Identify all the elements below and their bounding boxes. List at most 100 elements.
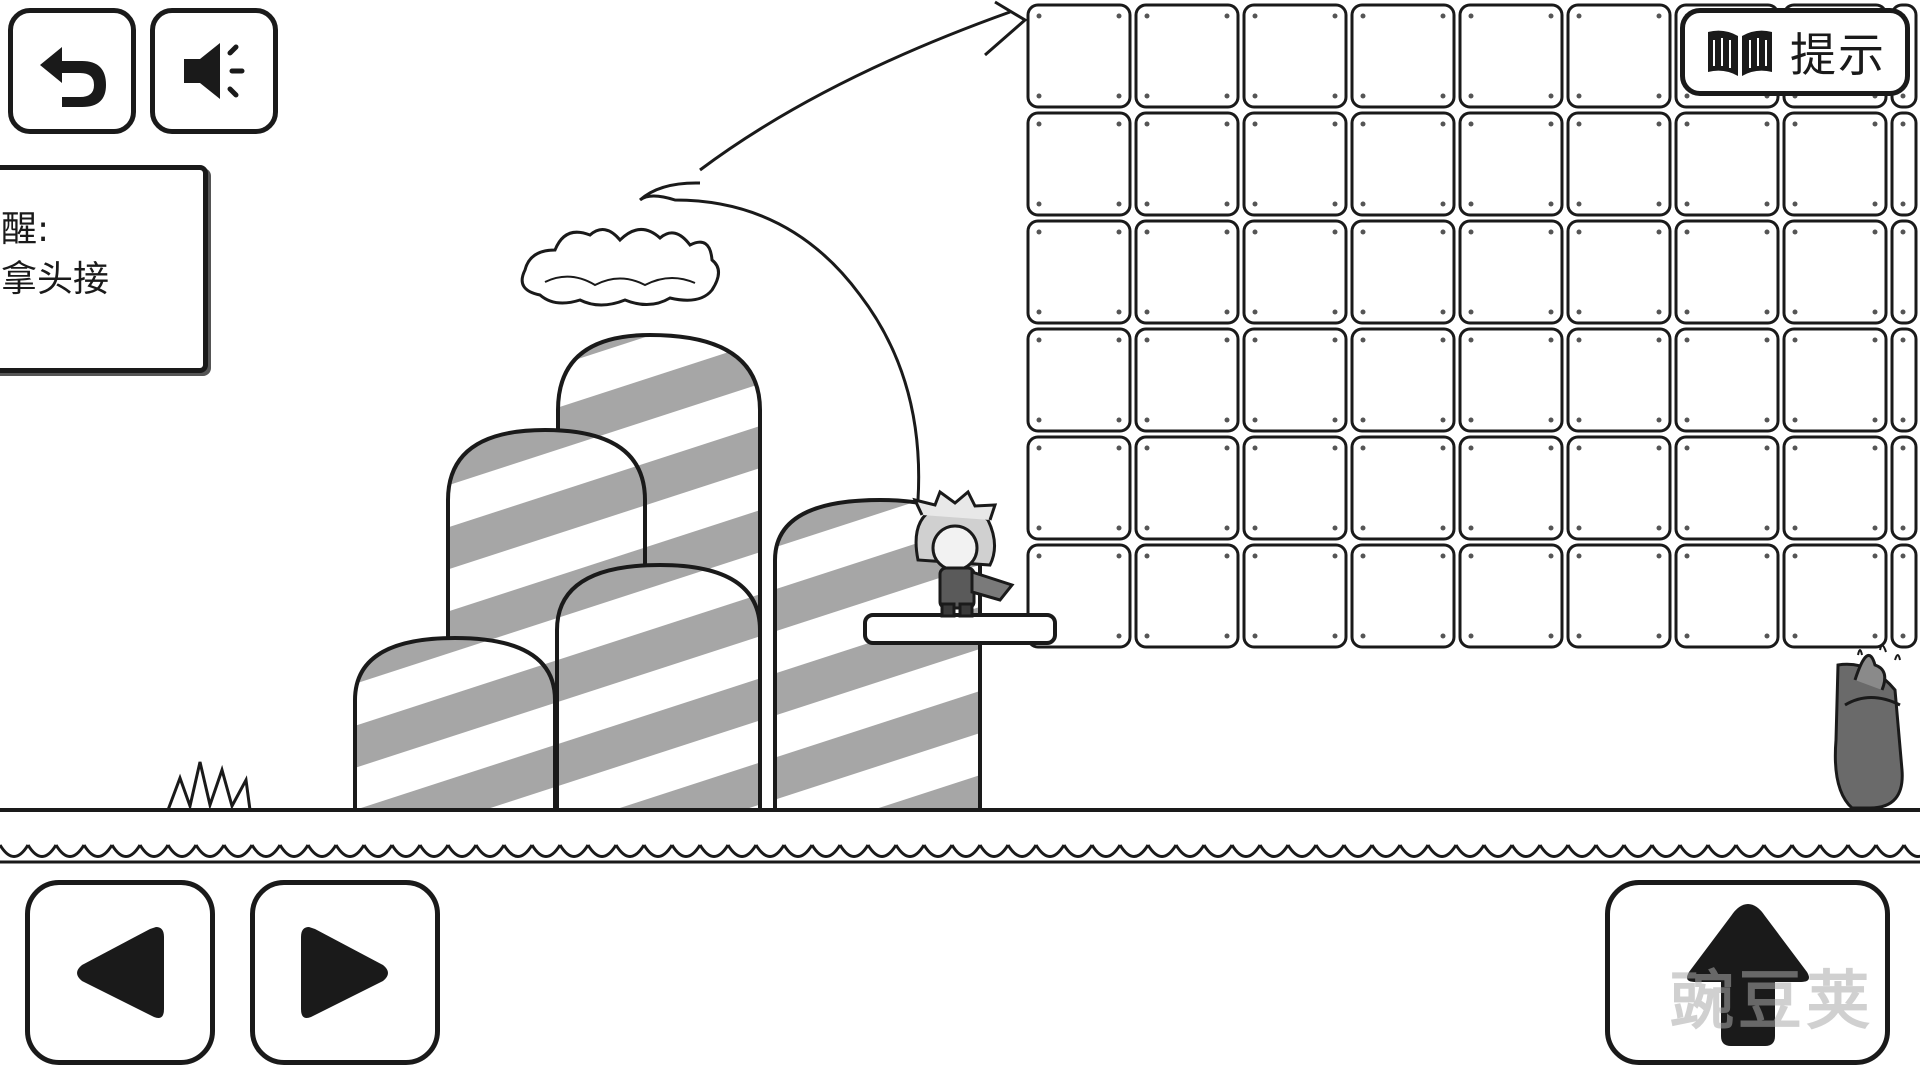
wall-brick bbox=[1566, 435, 1672, 541]
brick-rivet bbox=[1576, 553, 1582, 559]
undo-button[interactable] bbox=[8, 8, 136, 134]
brick-rivet bbox=[1360, 417, 1366, 423]
brick-rivet bbox=[1440, 93, 1446, 99]
brick-rivet bbox=[1440, 121, 1446, 127]
brick-rivet bbox=[1332, 337, 1338, 343]
brick-rivet bbox=[1468, 13, 1474, 19]
brick-rivet bbox=[1224, 93, 1230, 99]
brick-rivet bbox=[1116, 121, 1122, 127]
brick-rivet bbox=[1360, 121, 1366, 127]
ground-scallop bbox=[866, 844, 898, 858]
brick-rivet bbox=[1656, 229, 1662, 235]
brick-rivet bbox=[1144, 633, 1150, 639]
ground-scallop bbox=[614, 844, 646, 858]
brick-rivet bbox=[1468, 309, 1474, 315]
brick-rivet bbox=[1116, 553, 1122, 559]
brick-rivet bbox=[1872, 121, 1878, 127]
brick-rivet bbox=[1252, 525, 1258, 531]
brick-rivet bbox=[1440, 417, 1446, 423]
ground-scallop bbox=[1706, 844, 1738, 858]
brick-rivet bbox=[1440, 525, 1446, 531]
brick-rivet bbox=[1360, 201, 1366, 207]
ground-scallop bbox=[250, 844, 282, 858]
wall-brick bbox=[1134, 543, 1240, 649]
ground-scallop bbox=[1650, 844, 1682, 858]
wall-brick bbox=[1350, 435, 1456, 541]
sound-button[interactable] bbox=[150, 8, 278, 134]
enemy-npc bbox=[1833, 644, 1904, 810]
brick-rivet bbox=[1332, 417, 1338, 423]
ground-scallop bbox=[222, 844, 254, 858]
brick-rivet bbox=[1764, 525, 1770, 531]
brick-rivet bbox=[1792, 337, 1798, 343]
brick-rivet bbox=[1792, 633, 1798, 639]
move-right-button[interactable] bbox=[250, 880, 440, 1065]
brick-rivet bbox=[1252, 633, 1258, 639]
brick-rivet bbox=[1360, 553, 1366, 559]
brick-rivet bbox=[1684, 121, 1690, 127]
brick-rivet bbox=[1252, 93, 1258, 99]
brick-rivet bbox=[1440, 337, 1446, 343]
cloud-detail bbox=[544, 275, 696, 287]
brick-rivet bbox=[1548, 337, 1554, 343]
ground-scallop bbox=[1454, 844, 1486, 858]
triangle-right-icon bbox=[301, 926, 388, 1018]
brick-rivet bbox=[1332, 201, 1338, 207]
wall-brick bbox=[1782, 111, 1888, 217]
brick-rivet bbox=[1684, 633, 1690, 639]
ground-scallop bbox=[978, 844, 1010, 858]
brick-rivet bbox=[1360, 93, 1366, 99]
brick-rivet bbox=[1576, 417, 1582, 423]
brick-rivet bbox=[1872, 633, 1878, 639]
brick-rivet bbox=[1332, 309, 1338, 315]
brick-rivet bbox=[1576, 337, 1582, 343]
ground-scallop bbox=[138, 844, 170, 858]
brick-rivet bbox=[1116, 201, 1122, 207]
brick-rivet bbox=[1764, 633, 1770, 639]
brick-rivet bbox=[1252, 553, 1258, 559]
wall-brick bbox=[1458, 3, 1564, 109]
arrow-up-icon bbox=[1686, 903, 1809, 1046]
brick-rivet bbox=[1468, 633, 1474, 639]
wall-brick bbox=[1350, 3, 1456, 109]
ground-scallop bbox=[390, 844, 422, 858]
jump-button[interactable] bbox=[1605, 880, 1890, 1065]
brick-rivet bbox=[1900, 121, 1906, 127]
brick-rivet bbox=[1036, 417, 1042, 423]
brick-rivet bbox=[1360, 13, 1366, 19]
ground-scallop bbox=[1398, 844, 1430, 858]
brick-rivet bbox=[1576, 525, 1582, 531]
brick-rivet bbox=[1656, 633, 1662, 639]
brick-rivet bbox=[1440, 553, 1446, 559]
open-book-icon bbox=[1708, 30, 1772, 77]
wall-brick bbox=[1674, 543, 1780, 649]
ground-scallop bbox=[1034, 844, 1066, 858]
ground-scallop bbox=[1174, 844, 1206, 858]
hint-button[interactable]: 提示 bbox=[1680, 8, 1910, 96]
brick-rivet bbox=[1764, 337, 1770, 343]
brick-rivet bbox=[1792, 229, 1798, 235]
brick-rivet bbox=[1224, 13, 1230, 19]
brick-rivet bbox=[1900, 525, 1906, 531]
wall-brick bbox=[1458, 435, 1564, 541]
brick-rivet bbox=[1332, 121, 1338, 127]
brick-rivet bbox=[1360, 525, 1366, 531]
brick-rivet bbox=[1144, 121, 1150, 127]
brick-rivet bbox=[1872, 229, 1878, 235]
brick-rivet bbox=[1116, 337, 1122, 343]
brick-rivet bbox=[1548, 417, 1554, 423]
brick-rivet bbox=[1872, 445, 1878, 451]
ground-scallop bbox=[278, 844, 310, 858]
ground-scallop bbox=[1342, 844, 1374, 858]
move-left-button[interactable] bbox=[25, 880, 215, 1065]
brick-rivet bbox=[1116, 525, 1122, 531]
brick-rivet bbox=[1764, 121, 1770, 127]
brick-rivet bbox=[1036, 229, 1042, 235]
brick-rivet bbox=[1576, 93, 1582, 99]
ground-scallop bbox=[82, 844, 114, 858]
ground-scallop bbox=[362, 844, 394, 858]
undo-arrow-icon bbox=[40, 47, 106, 107]
brick-rivet bbox=[1036, 553, 1042, 559]
brick-rivet bbox=[1468, 417, 1474, 423]
brick-rivet bbox=[1360, 337, 1366, 343]
